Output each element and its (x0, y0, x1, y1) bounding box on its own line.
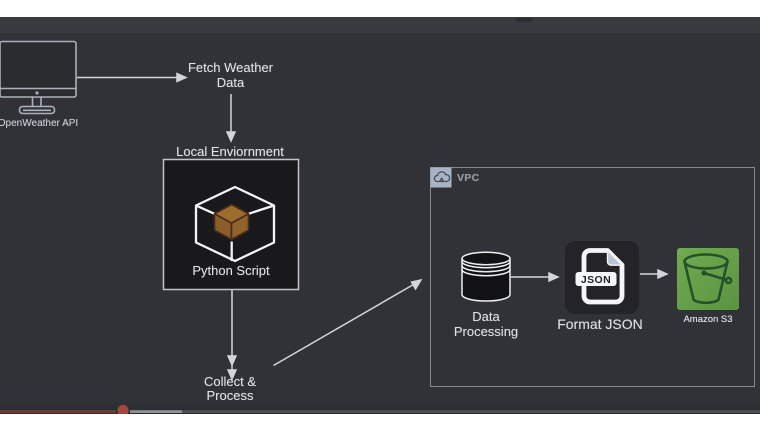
svg-text:JSON: JSON (581, 274, 611, 286)
